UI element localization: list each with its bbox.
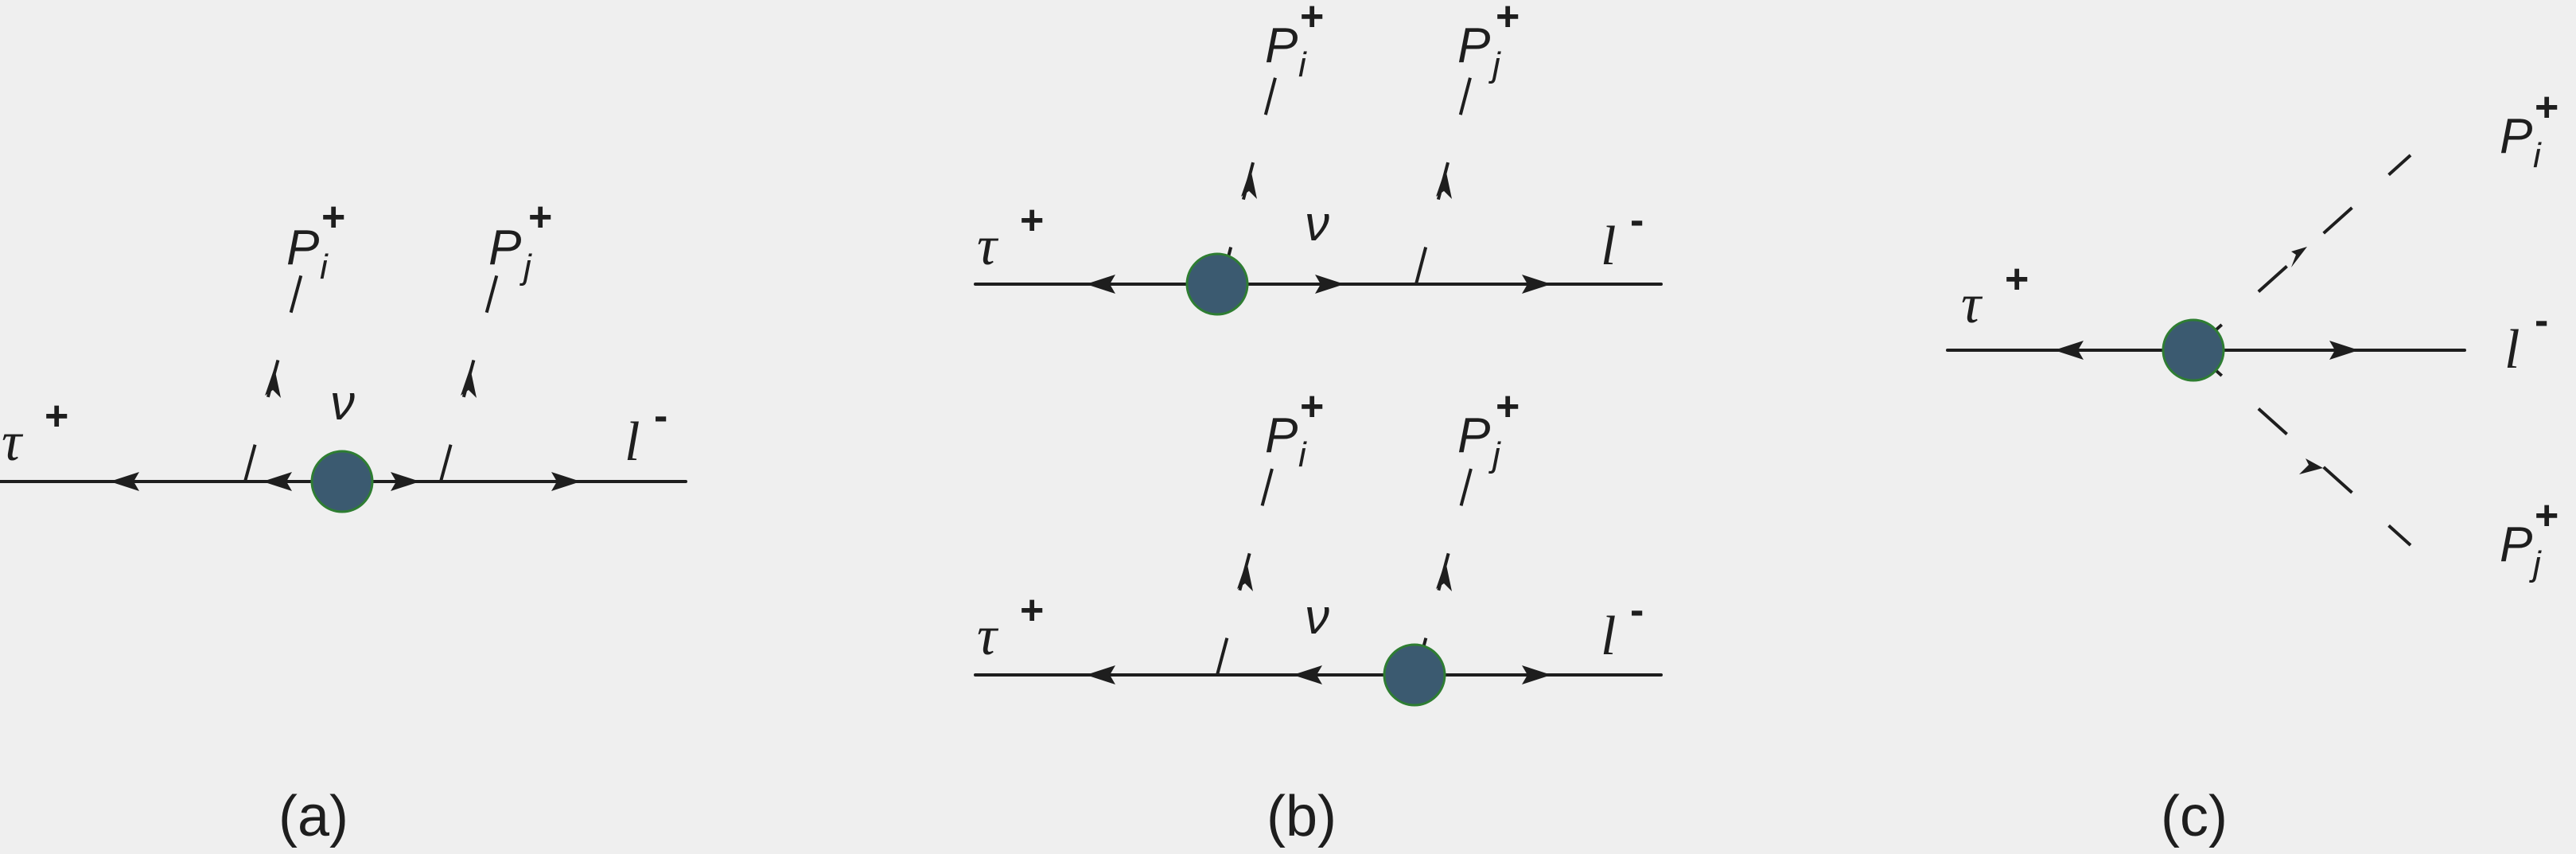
- arrow-bb-3: [1522, 665, 1551, 684]
- pj-charge-a: +: [528, 194, 552, 240]
- pi-label-a: P: [286, 220, 319, 275]
- pi-sub-a: i: [320, 248, 329, 287]
- neutrino-label-a: ν: [330, 376, 355, 431]
- tau-label-bb: τ: [977, 606, 999, 667]
- arrow-bt-pi: [1241, 169, 1257, 199]
- arrow-bb-pj: [1436, 561, 1452, 591]
- pj-charge-bt: +: [1496, 0, 1520, 40]
- arrow-c-2: [2329, 341, 2359, 360]
- pi-sub-bt: i: [1298, 45, 1307, 84]
- pi-charge-bt: +: [1300, 0, 1324, 40]
- caption-a: (a): [278, 785, 348, 848]
- lepton-label-bb: l: [1601, 606, 1616, 667]
- tau-charge-a: +: [45, 393, 68, 439]
- arrow-bb-1: [1086, 665, 1115, 684]
- pi-sub-bb: i: [1298, 435, 1307, 474]
- tau-label-c: τ: [1961, 274, 1983, 335]
- neutrino-label-bt: ν: [1305, 197, 1329, 252]
- lepton-charge-bt: -: [1630, 197, 1644, 244]
- arrow-bb-pi: [1237, 561, 1253, 591]
- pj-charge-c: +: [2535, 493, 2558, 539]
- lepton-label-bt: l: [1601, 216, 1616, 277]
- pi-label-bb: P: [1265, 408, 1298, 463]
- arrow-c-pi: [2291, 247, 2307, 267]
- diagram-a: τ + l - ν P i + P j + (a): [0, 194, 687, 848]
- arrow-c-1: [2054, 341, 2084, 360]
- arrow-bt-2: [1315, 275, 1344, 294]
- arrow-bb-2: [1293, 665, 1322, 684]
- diagram-c: τ + l - P i + P j + (c): [1946, 84, 2558, 848]
- lepton-label-c: l: [2504, 319, 2520, 380]
- tau-label-a: τ: [2, 411, 24, 473]
- pj-sub-bb: j: [1488, 435, 1501, 474]
- pj-label-bb: P: [1457, 408, 1490, 463]
- arrow-bt-1: [1086, 275, 1115, 294]
- scalar-line-c-pj: [2192, 349, 2412, 547]
- pi-sub-c: i: [2533, 136, 2542, 175]
- arrow-a-1: [110, 472, 139, 491]
- pj-label-a: P: [488, 220, 521, 275]
- vertex-b-top: [1185, 252, 1249, 316]
- tau-charge-c: +: [2005, 256, 2029, 302]
- arrow-bt-pj: [1436, 169, 1452, 199]
- pj-sub-a: j: [519, 248, 532, 287]
- arrow-bt-3: [1522, 275, 1551, 294]
- diagram-b-top: τ + l - ν P i + P j +: [974, 0, 1663, 316]
- vertex-c: [2162, 318, 2225, 382]
- arrow-a-4: [551, 472, 581, 491]
- pi-charge-bb: +: [1300, 384, 1324, 430]
- arrow-c-pj: [2299, 458, 2323, 474]
- pi-label-c: P: [2500, 109, 2532, 164]
- pj-label-c: P: [2500, 517, 2532, 572]
- arrow-a-2: [263, 472, 292, 491]
- tau-charge-bb: +: [1020, 587, 1044, 634]
- pj-sub-bt: j: [1488, 45, 1501, 84]
- diagram-b-bottom: τ + l - ν P i + P j + (b): [974, 384, 1663, 848]
- vertex-a: [310, 450, 374, 513]
- pj-label-bt: P: [1457, 18, 1490, 73]
- lepton-charge-c: -: [2535, 298, 2548, 344]
- tau-label-bt: τ: [977, 216, 999, 277]
- pi-charge-a: +: [321, 194, 345, 240]
- arrow-a-pj: [461, 368, 477, 398]
- lepton-label-a: l: [625, 411, 640, 473]
- lepton-charge-a: -: [654, 393, 667, 439]
- lepton-charge-bb: -: [1630, 587, 1644, 634]
- caption-c: (c): [2161, 785, 2228, 848]
- caption-b: (b): [1267, 785, 1337, 848]
- pi-label-bt: P: [1265, 18, 1298, 73]
- arrow-a-pi: [265, 368, 281, 398]
- pi-charge-c: +: [2535, 84, 2558, 131]
- tau-charge-bt: +: [1020, 197, 1044, 244]
- pj-charge-bb: +: [1496, 384, 1520, 430]
- vertex-b-bottom: [1383, 643, 1446, 707]
- arrow-a-3: [391, 472, 420, 491]
- neutrino-label-bb: ν: [1305, 590, 1329, 645]
